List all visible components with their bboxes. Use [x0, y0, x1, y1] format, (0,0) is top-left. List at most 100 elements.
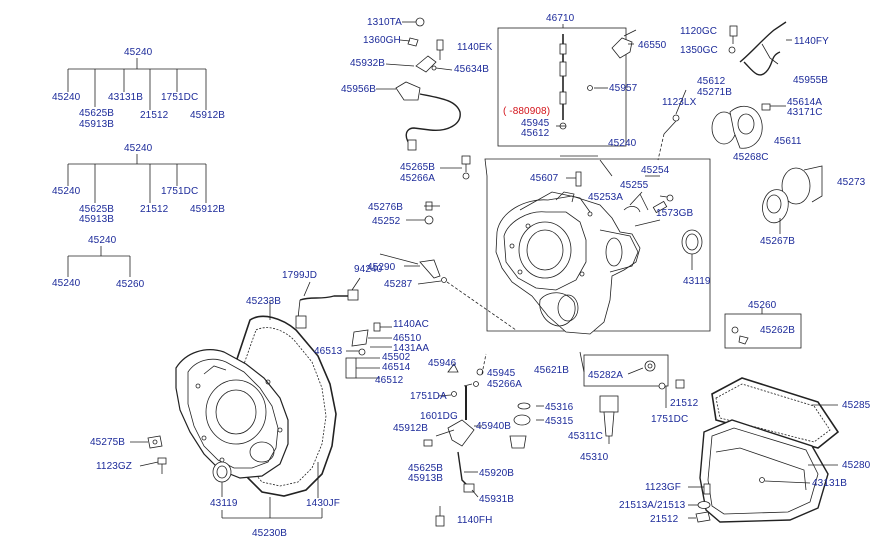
part-label: 45254 [641, 165, 670, 176]
part-label: 1140AC [393, 319, 429, 330]
part-label: 45315 [545, 416, 574, 427]
part-label: 45913B [408, 473, 444, 484]
part-label: 45612 [697, 76, 726, 87]
tree2-root: 45240 [124, 143, 153, 154]
part-label: 45316 [545, 402, 574, 413]
tree2-child: 45913B [79, 214, 115, 225]
box-46710 [497, 24, 627, 147]
tree2-child: 1751DC [161, 186, 199, 197]
cover-45268C [657, 103, 786, 161]
part-label: 45266A [487, 379, 523, 390]
plug-46550 [587, 29, 637, 91]
part-label: 45255 [620, 180, 649, 191]
part-label: 21512 [670, 398, 699, 409]
part-label: 1430JF [306, 498, 340, 509]
part-label: 45252 [372, 216, 401, 227]
part-label: 45262B [760, 325, 796, 336]
part-label: 1123GF [645, 482, 681, 493]
part-label: 1140FY [794, 36, 829, 47]
part-label: 45311C [568, 431, 603, 442]
part-label: 45611 [774, 136, 802, 147]
part-label: 45290 [367, 262, 396, 273]
box-46710-part: 45612 [521, 128, 550, 139]
tree1-child: 45240 [52, 92, 81, 103]
part-label: 45946 [428, 358, 457, 369]
part-label: 1751DC [651, 414, 689, 425]
main-box-small-parts [566, 171, 703, 270]
part-label: 45945 [487, 368, 516, 379]
box-46710-note: ( -880908) [503, 106, 551, 117]
part-label: 1140FH [457, 515, 493, 526]
part-label: 43131B [812, 478, 848, 489]
part-label: 1350GC [680, 45, 718, 56]
part-label: 45253A [588, 192, 624, 203]
part-label: 45271B [697, 87, 733, 98]
part-label: 45310 [580, 452, 609, 463]
part-label: 45956B [341, 84, 377, 95]
seal-45267B [762, 165, 823, 234]
part-label: 45280 [842, 460, 871, 471]
part-label: 1310TA [367, 17, 402, 28]
part-label: 45287 [384, 279, 413, 290]
tree-3-lines [67, 246, 131, 277]
part-label: 45625B [408, 463, 444, 474]
cable-45955B [728, 21, 792, 76]
tree3-child: 45240 [52, 278, 81, 289]
part-label: 45276B [368, 202, 404, 213]
tree1-root: 45240 [124, 47, 153, 58]
part-label: 45282A [588, 370, 624, 381]
part-label: 45607 [530, 173, 559, 184]
part-label: 45260 [748, 300, 777, 311]
tree2-child: 45625B [79, 204, 115, 215]
part-label: 46512 [375, 375, 404, 386]
part-label: 1120GC [680, 26, 718, 37]
tree2-child: 45240 [52, 186, 81, 197]
sensor-harness [376, 17, 461, 151]
part-label: 21513A/21513 [619, 500, 686, 511]
part-label: 21512 [650, 514, 679, 525]
tree2-child: 21512 [140, 204, 169, 215]
part-label: 1123GZ [96, 461, 132, 472]
harness-94240 [295, 277, 361, 329]
tree1-child: 1751DC [161, 92, 199, 103]
part-label: 1799JD [282, 270, 318, 281]
part-label: 45267B [760, 236, 796, 247]
part-label: 45931B [479, 494, 515, 505]
tree1-child: 21512 [140, 110, 169, 121]
clutch-housing [175, 300, 337, 519]
tree3-child: 45260 [116, 279, 145, 290]
part-label: 45920B [479, 468, 515, 479]
part-label: 1751DA [410, 391, 447, 402]
tree-2-lines [67, 154, 207, 203]
part-label: 45621B [534, 365, 570, 376]
part-label: 1431AA [393, 343, 430, 354]
part-label: 46514 [382, 362, 411, 373]
part-label: 45957 [609, 83, 638, 94]
part-label: 43171C [787, 107, 823, 118]
part-label: 45268C [733, 152, 769, 163]
left-small-parts [404, 155, 517, 331]
part-label: 45634B [454, 64, 490, 75]
part-label: 45502 [382, 352, 411, 363]
leader-lines [379, 89, 687, 373]
tree2-child: 45912B [190, 204, 226, 215]
part-label: 43119 [683, 276, 711, 287]
tree1-child: 45625B [79, 108, 115, 119]
left-bolts [130, 435, 167, 474]
part-label: 1140EK [457, 42, 493, 53]
part-label: 45940B [476, 421, 512, 432]
part-label: 46513 [314, 346, 343, 357]
part-label: 46550 [638, 40, 667, 51]
part-label: 45614A [787, 97, 823, 108]
part-label: 45266A [400, 173, 436, 184]
tree1-child: 45912B [190, 110, 226, 121]
part-label: 45240 [608, 138, 637, 149]
oil-pan [688, 377, 840, 523]
tree1-child: 43131B [108, 92, 144, 103]
part-label: 45230B [252, 528, 288, 539]
part-label: 45273 [837, 177, 866, 188]
shift-shaft [423, 353, 487, 527]
transaxle-case [495, 191, 641, 335]
part-label: 45285 [842, 400, 871, 411]
